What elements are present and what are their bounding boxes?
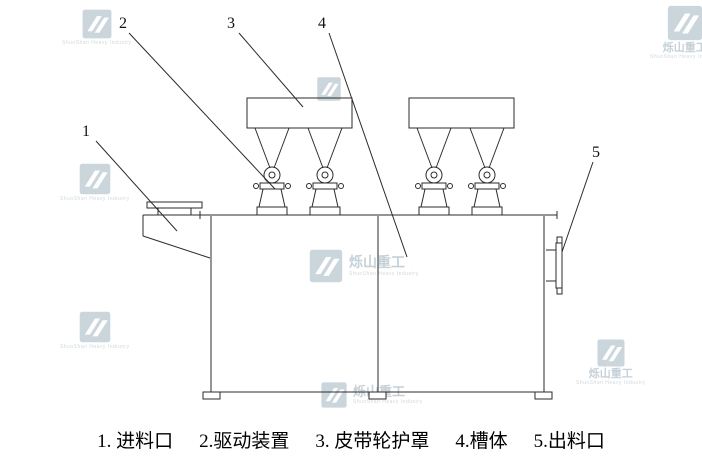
callout-number-4: 4 <box>318 15 326 32</box>
drive-unit-right <box>408 97 515 216</box>
drive-unit-left <box>246 97 353 216</box>
pulley-cover-left <box>246 97 353 129</box>
tank-foot <box>368 391 387 400</box>
leader-1 <box>95 140 178 232</box>
leader-5 <box>561 161 594 253</box>
parts-legend: 1. 进料口 2.驱动装置 3. 皮带轮护罩 4.槽体 5.出料口 <box>0 426 702 453</box>
legend-item-pulley-cover: 3. 皮带轮护罩 <box>315 431 430 452</box>
callout-numbers: 1 2 3 4 5 <box>82 15 600 161</box>
callout-number-2: 2 <box>119 15 127 32</box>
drive-stand <box>415 127 453 216</box>
tank-foot <box>202 391 221 400</box>
callout-leaders <box>95 32 594 258</box>
pulley-cover-right <box>408 97 515 129</box>
legend-item-feed-inlet: 1. 进料口 <box>97 431 174 452</box>
leader-2 <box>128 32 276 190</box>
drive-stand <box>468 127 506 216</box>
legend-item-tank-body: 4.槽体 <box>455 431 508 452</box>
leader-4 <box>328 32 408 258</box>
tank-foot <box>534 391 553 400</box>
discharge-outlet <box>546 236 563 295</box>
callout-number-5: 5 <box>592 144 600 161</box>
tank-body <box>199 211 558 400</box>
drive-stand <box>253 127 291 216</box>
drive-stand <box>306 127 344 216</box>
feed-inlet <box>142 201 211 259</box>
callout-number-3: 3 <box>227 15 235 32</box>
legend-item-drive-device: 2.驱动装置 <box>199 431 290 452</box>
legend-item-outlet: 5.出料口 <box>533 431 605 452</box>
callout-number-1: 1 <box>82 123 90 140</box>
leader-3 <box>238 32 304 108</box>
